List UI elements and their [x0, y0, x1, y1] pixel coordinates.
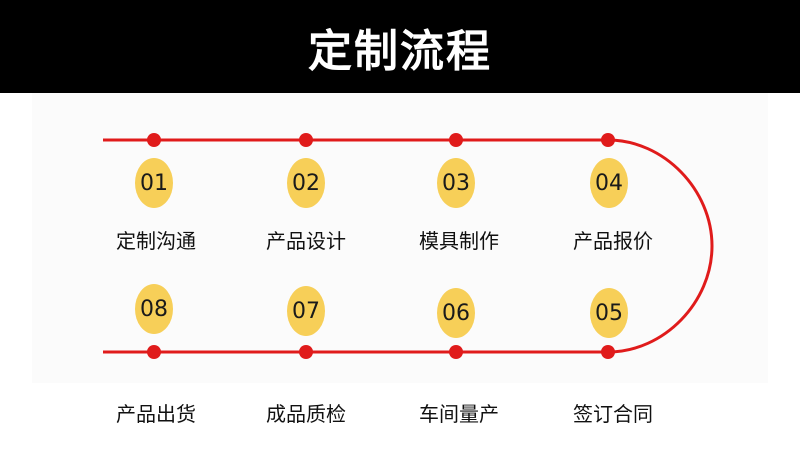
step-number-badge: 02: [287, 158, 325, 208]
step-label: 定制沟通: [116, 229, 196, 253]
flow-dot-03: [449, 133, 463, 147]
flow-dot-01: [147, 133, 161, 147]
step-label: 模具制作: [419, 229, 499, 253]
page-title: 定制流程: [308, 25, 492, 77]
step-number-badge: 07: [287, 286, 325, 336]
flow-dot-08: [147, 345, 161, 359]
flow-dot-05: [601, 345, 615, 359]
step-number-badge: 03: [437, 158, 475, 208]
step-number-badge: 05: [590, 288, 628, 338]
step-label: 产品报价: [573, 229, 653, 253]
flow-path: [103, 138, 714, 354]
step-number-badge: 06: [437, 288, 475, 338]
step-label: 产品出货: [116, 402, 196, 426]
header-banner: 定制流程: [0, 0, 800, 93]
flow-dot-07: [299, 345, 313, 359]
step-label: 产品设计: [266, 229, 346, 253]
step-label: 成品质检: [266, 402, 346, 426]
step-number-badge: 08: [135, 284, 173, 334]
step-label: 车间量产: [419, 402, 499, 426]
flow-dot-02: [299, 133, 313, 147]
step-number-badge: 01: [135, 158, 173, 208]
step-label: 签订合同: [573, 402, 653, 426]
flow-dot-06: [449, 345, 463, 359]
flow-dot-04: [601, 133, 615, 147]
step-number-badge: 04: [590, 158, 628, 208]
